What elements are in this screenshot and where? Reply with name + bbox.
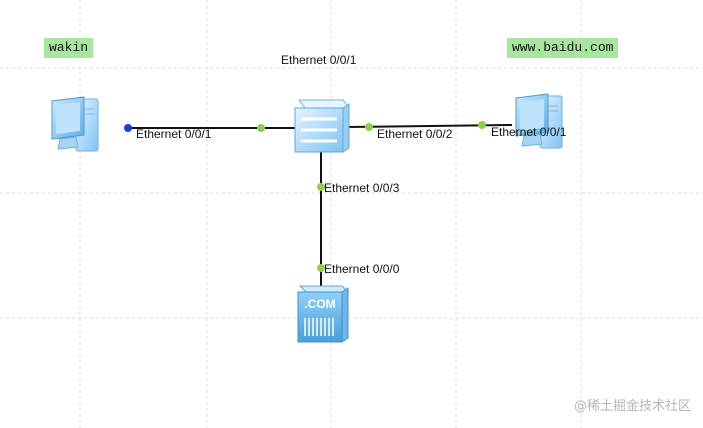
port-dot-dns <box>317 264 325 272</box>
dns-label: .COM <box>304 297 335 311</box>
port-label-switch-top: Ethernet 0/0/1 <box>281 53 357 67</box>
port-dot-switch-right <box>365 123 373 131</box>
port-label-switch-bottom: Ethernet 0/0/3 <box>324 181 400 195</box>
port-label-client: Ethernet 0/0/1 <box>136 127 212 141</box>
switch-icon[interactable] <box>294 99 350 153</box>
port-label-dns: Ethernet 0/0/0 <box>324 262 400 276</box>
port-label-switch-right: Ethernet 0/0/2 <box>377 127 453 141</box>
device-name-client[interactable]: wakin <box>44 38 94 58</box>
dns-server-icon[interactable]: .COM <box>297 285 350 343</box>
port-dot-switch-bottom <box>317 183 325 191</box>
port-dot-switch-left <box>257 124 265 132</box>
device-name-server[interactable]: www.baidu.com <box>507 38 619 58</box>
port-label-server: Ethernet 0/0/1 <box>491 125 567 139</box>
port-dot-client <box>124 124 132 132</box>
pc-icon[interactable] <box>51 96 99 152</box>
pc-icon[interactable] <box>515 93 563 149</box>
port-dot-server <box>478 121 486 129</box>
watermark: @稀土掘金技术社区 <box>573 399 691 414</box>
